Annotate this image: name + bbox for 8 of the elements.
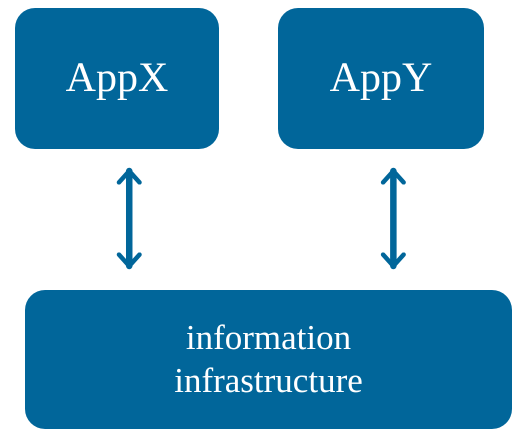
node-label: information infrastructure <box>173 316 364 402</box>
node-label: AppX <box>66 54 168 103</box>
node-label: AppY <box>330 54 432 103</box>
platform-box <box>25 290 512 429</box>
double-arrow <box>380 168 406 270</box>
double-arrow <box>116 168 142 270</box>
app-box <box>15 8 219 149</box>
app-box <box>278 8 484 149</box>
